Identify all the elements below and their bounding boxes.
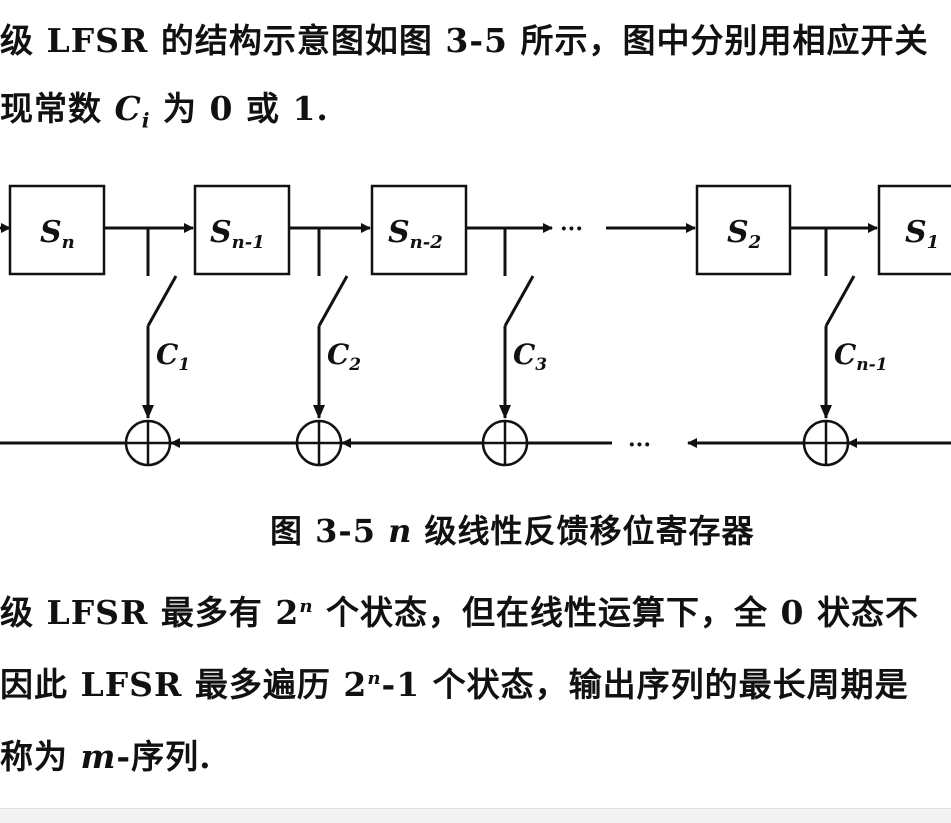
register-label-sn-1: Sn-1 — [210, 215, 265, 253]
switch-c2 — [317, 275, 349, 327]
register-label-s2: S2 — [727, 215, 761, 253]
paragraph-line-4: 级 LFSR 最多有 2n 个状态，但在线性运算下，全 0 状态不 — [0, 593, 919, 632]
paragraph-line-5: 因此 LFSR 最多遍历 2n-1 个状态，输出序列的最长周期是 — [0, 665, 909, 704]
xor-icon — [295, 419, 343, 467]
xor-icon — [124, 419, 172, 467]
switch-cn-1 — [824, 275, 856, 327]
switch-label-c2: C2 — [327, 338, 361, 375]
figure-caption: 图 3-5 n 级线性反馈移位寄存器 — [270, 512, 755, 550]
register-sn-2 — [370, 184, 468, 276]
ellipsis-top: ··· — [560, 216, 583, 242]
register-s1 — [877, 184, 951, 276]
register-label-s1: S1 — [905, 215, 939, 253]
switch-label-c3: C3 — [513, 338, 547, 375]
paragraph-line-2: 现常数 Ci 为 0 或 1. — [0, 89, 329, 133]
switch-label-c1: C1 — [156, 338, 190, 375]
switch-label-cn-1: Cn-1 — [834, 338, 888, 375]
register-sn — [8, 184, 106, 276]
lfsr-diagram: Sn Sn-1 Sn-2 S2 S1 ··· C1 C2 C3 Cn-1 ··· — [0, 184, 951, 467]
switch-c3 — [503, 275, 535, 327]
register-label-sn: Sn — [40, 215, 75, 253]
register-sn-1 — [193, 184, 291, 276]
paragraph-line-6: 称为 m-序列. — [0, 737, 212, 776]
register-label-sn-2: Sn-2 — [388, 215, 443, 253]
paragraph-line-1: 级 LFSR 的结构示意图如图 3-5 所示，图中分别用相应开关 — [0, 21, 929, 60]
register-s2 — [695, 184, 792, 276]
xor-icon — [802, 419, 850, 467]
switch-c1 — [146, 275, 178, 327]
ellipsis-bottom: ··· — [628, 432, 651, 458]
bottom-strip — [0, 808, 951, 823]
xor-icon — [481, 419, 529, 467]
